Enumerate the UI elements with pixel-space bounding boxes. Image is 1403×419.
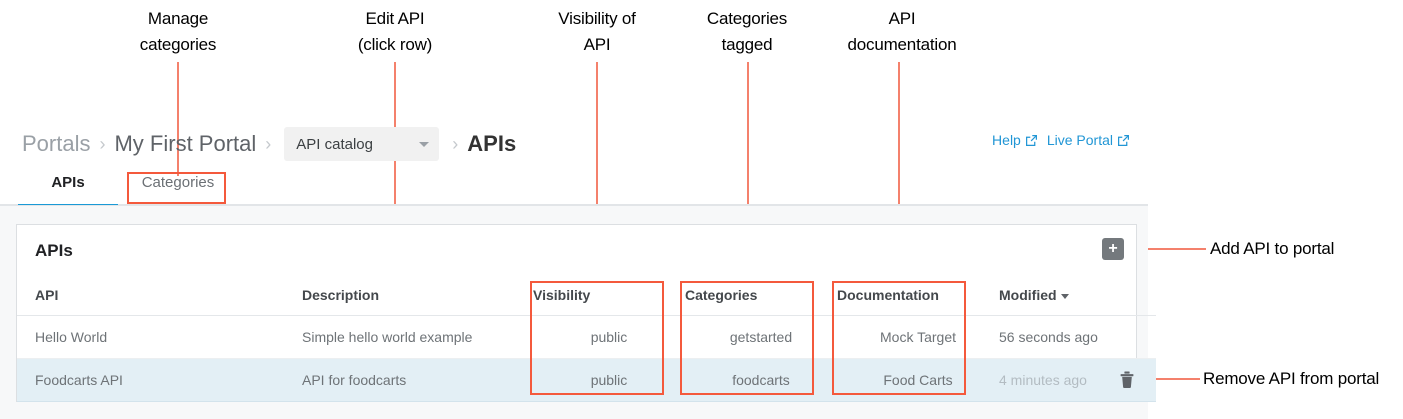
external-link-icon [1117, 134, 1130, 147]
callout-categories-tagged: Categories tagged [706, 9, 788, 54]
leader-line-documentation [898, 62, 900, 284]
cell-visibility: public [533, 358, 685, 402]
cell-modified: 4 minutes ago [999, 358, 1156, 402]
external-link-icon [1025, 134, 1038, 147]
tab-categories[interactable]: Categories [141, 174, 215, 191]
help-link[interactable]: Help [992, 132, 1038, 148]
api-catalog-select[interactable]: API catalog [284, 127, 440, 161]
cell-modified: 56 seconds ago [999, 315, 1156, 359]
leader-line-visibility [596, 62, 598, 284]
callout-edit-api: Edit API (click row) [357, 9, 433, 54]
table-header-row: API Description Visibility Categories Do… [17, 281, 1156, 316]
caret-down-icon [1060, 293, 1069, 299]
column-header-modified[interactable]: Modified [999, 281, 1156, 316]
cell-api: Foodcarts API [17, 358, 302, 402]
portal-admin-screen: Portals › My First Portal › API catalog … [0, 110, 1156, 419]
apis-table: API Description Visibility Categories Do… [17, 281, 1156, 402]
api-catalog-select-value: API catalog [296, 135, 373, 153]
cell-documentation: Food Carts [837, 358, 999, 402]
cell-description: API for foodcarts [302, 358, 533, 402]
column-header-categories[interactable]: Categories [685, 281, 837, 316]
plus-icon: + [1108, 240, 1118, 257]
cell-api: Hello World [17, 315, 302, 359]
live-portal-link-label: Live Portal [1046, 132, 1113, 148]
cell-documentation: Mock Target [837, 315, 999, 359]
help-link-label: Help [992, 132, 1021, 148]
leader-line-remove-api [1116, 378, 1200, 380]
content-background: APIs + API Description Visibility Catego… [0, 205, 1156, 419]
leader-line-add-api [1122, 248, 1206, 250]
header-links: Help Live Portal [992, 132, 1130, 148]
column-header-modified-label: Modified [999, 287, 1057, 303]
callout-visibility-of-api: Visibility of API [558, 9, 636, 54]
table-row[interactable]: Foodcarts API API for foodcarts public f… [17, 358, 1156, 402]
apis-card: APIs + API Description Visibility Catego… [16, 224, 1156, 402]
breadcrumb-my-first-portal[interactable]: My First Portal [114, 131, 257, 156]
add-api-button[interactable]: + [1102, 238, 1124, 260]
breadcrumb: Portals › My First Portal › API catalog … [22, 127, 517, 161]
tab-apis[interactable]: APIs [18, 168, 118, 207]
card-title: APIs [35, 241, 73, 260]
callout-api-documentation: API documentation [847, 9, 957, 54]
breadcrumb-current-apis: APIs [467, 131, 517, 156]
live-portal-link[interactable]: Live Portal [1047, 132, 1130, 148]
column-header-visibility[interactable]: Visibility [533, 281, 685, 316]
table-row[interactable]: Hello World Simple hello world example p… [17, 315, 1156, 359]
cell-categories: getstarted [685, 315, 837, 359]
column-header-api[interactable]: API [17, 281, 302, 316]
breadcrumb-separator-icon: › [99, 133, 106, 154]
callout-manage-categories: Manage categories [139, 9, 217, 54]
cell-categories: foodcarts [685, 358, 837, 402]
trash-icon[interactable] [1120, 371, 1134, 389]
callout-add-api-to-portal: Add API to portal [1210, 239, 1335, 258]
tab-bar: APIs Categories [0, 168, 1148, 207]
breadcrumb-portals[interactable]: Portals [22, 131, 91, 156]
cell-description: Simple hello world example [302, 315, 533, 359]
column-header-documentation[interactable]: Documentation [837, 281, 999, 316]
column-header-description[interactable]: Description [302, 281, 533, 316]
cell-modified-value: 56 seconds ago [999, 329, 1098, 345]
chevron-down-icon [419, 141, 430, 147]
leader-line-manage-categories [177, 62, 179, 176]
cell-modified-value: 4 minutes ago [999, 372, 1087, 388]
breadcrumb-separator-icon: › [452, 133, 459, 154]
leader-line-categories [747, 62, 749, 284]
cell-visibility: public [533, 315, 685, 359]
callout-remove-api-from-portal: Remove API from portal [1203, 369, 1380, 388]
breadcrumb-separator-icon: › [265, 133, 272, 154]
